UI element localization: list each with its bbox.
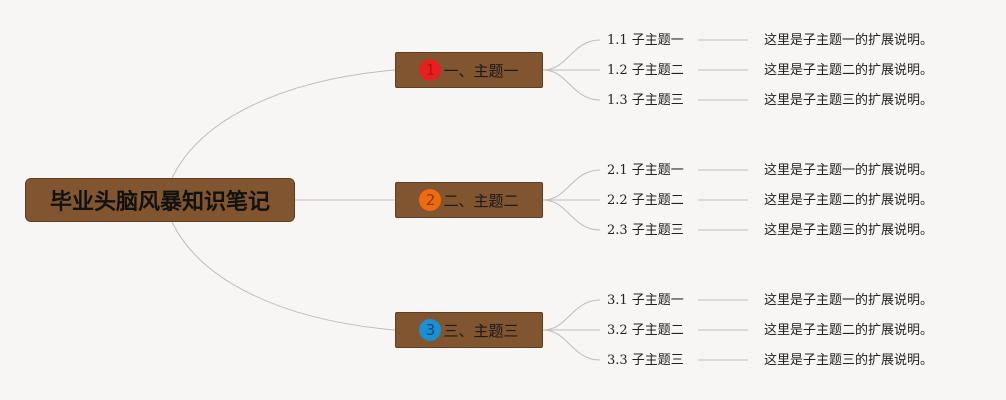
subtopic-2-1[interactable]: 2.1 子主题一 [607,163,684,178]
connector-topic-1-sub-1 [542,39,601,71]
subtopic-note-2-3[interactable]: 这里是子主题三的扩展说明。 [764,223,934,238]
connector-topic-3-sub-1 [542,299,601,331]
connector-topic-1-sub-3 [542,69,601,101]
topic-label-3: 三、主题三 [443,321,519,340]
connector-root-topic-1 [171,69,396,179]
subtopic-1-3[interactable]: 1.3 子主题三 [607,93,684,108]
root-label: 毕业头脑风暴知识笔记 [49,190,270,215]
subtopic-note-1-1[interactable]: 这里是子主题一的扩展说明。 [764,33,934,48]
subtopic-note-1-3[interactable]: 这里是子主题三的扩展说明。 [764,93,934,108]
subtopic-note-3-3[interactable]: 这里是子主题三的扩展说明。 [764,353,934,368]
connector-root-topic-3 [171,221,396,331]
connector-topic-2-sub-1 [542,169,601,201]
topic-node-1[interactable]: 1 一、主题一 [395,52,543,88]
topic-label-2: 二、主题二 [443,191,519,210]
topic-label-1: 一、主题一 [443,61,519,80]
subtopic-1-2[interactable]: 1.2 子主题二 [607,63,684,78]
subtopic-3-3[interactable]: 3.3 子主题三 [607,353,684,368]
topic-node-2[interactable]: 2 二、主题二 [395,182,543,218]
root-node[interactable]: 毕业头脑风暴知识笔记 [25,178,295,222]
subtopic-note-1-2[interactable]: 这里是子主题二的扩展说明。 [764,63,934,78]
topic-node-3[interactable]: 3 三、主题三 [395,312,543,348]
subtopic-note-3-2[interactable]: 这里是子主题二的扩展说明。 [764,323,934,338]
priority-1-icon: 1 [419,59,442,81]
subtopic-2-2[interactable]: 2.2 子主题二 [607,193,684,208]
subtopic-1-1[interactable]: 1.1 子主题一 [607,33,684,48]
subtopic-note-2-1[interactable]: 这里是子主题一的扩展说明。 [764,163,934,178]
connector-topic-2-sub-3 [542,199,601,231]
subtopic-note-2-2[interactable]: 这里是子主题二的扩展说明。 [764,193,934,208]
subtopic-3-2[interactable]: 3.2 子主题二 [607,323,684,338]
priority-2-icon: 2 [419,189,442,211]
priority-3-icon: 3 [419,319,442,341]
subtopic-3-1[interactable]: 3.1 子主题一 [607,293,684,308]
subtopic-2-3[interactable]: 2.3 子主题三 [607,223,684,238]
connector-topic-3-sub-3 [542,329,601,361]
subtopic-note-3-1[interactable]: 这里是子主题一的扩展说明。 [764,293,934,308]
